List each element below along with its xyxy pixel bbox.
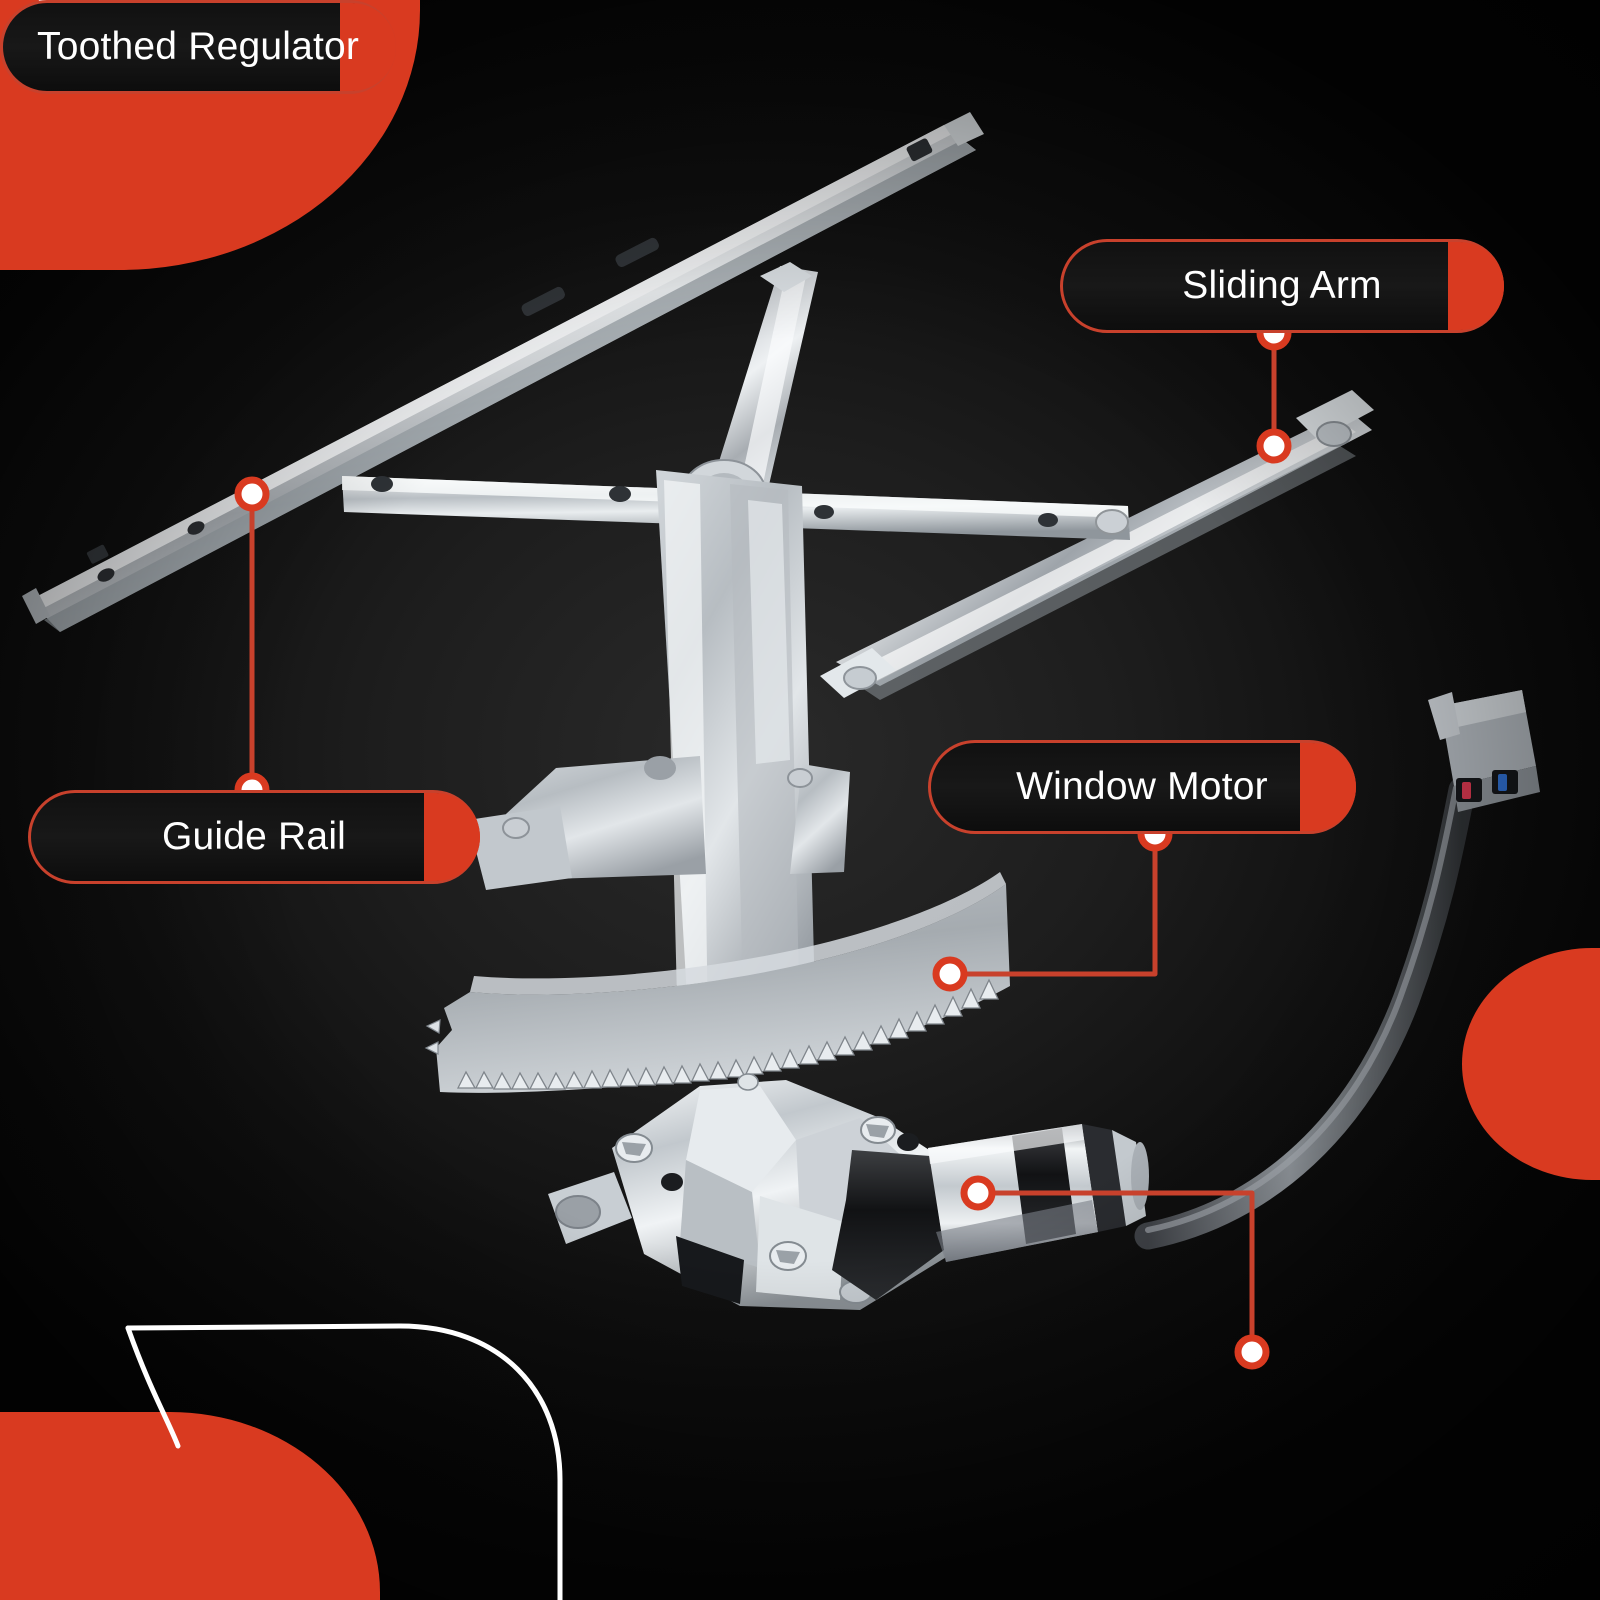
callout-guide-rail-label: Guide Rail — [161, 815, 347, 858]
callout-guide-rail[interactable]: Guide Rail — [28, 790, 480, 884]
callout-window-motor[interactable]: Window Motor — [928, 740, 1356, 834]
decor-bottom-left-outline — [125, 1323, 563, 1600]
callout-window-motor-label: Window Motor — [1016, 765, 1268, 808]
callout-sliding-arm[interactable]: Sliding Arm — [1060, 239, 1504, 333]
callout-toothed-regulator[interactable]: Toothed Regulator — [0, 0, 397, 94]
callout-toothed-regulator-label: Toothed Regulator — [37, 25, 360, 68]
callout-sliding-arm-label: Sliding Arm — [1182, 264, 1382, 307]
